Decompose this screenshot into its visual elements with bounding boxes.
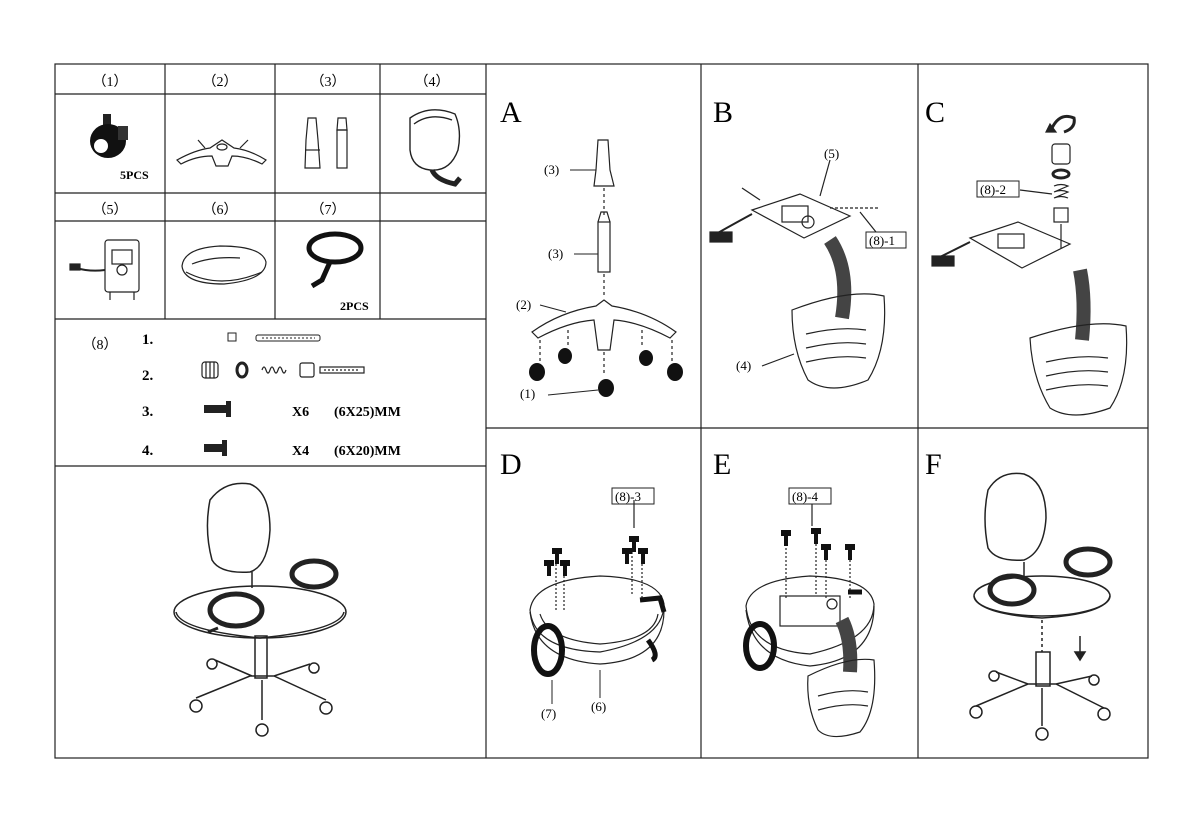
part-3-number: （3） bbox=[311, 74, 346, 90]
grid-lines bbox=[54, 63, 1149, 759]
step-e-letter: E bbox=[713, 448, 731, 481]
hardware-3-quantity: X6 bbox=[292, 405, 309, 420]
step-d-letter: D bbox=[500, 448, 522, 481]
knob-spring-bolt-icon bbox=[201, 361, 365, 379]
hardware-1-index: 1. bbox=[142, 332, 154, 348]
step-f-letter: F bbox=[925, 448, 942, 481]
armrest-icon bbox=[306, 231, 364, 289]
hardware-4-size: (6X20)MM bbox=[334, 444, 401, 459]
hardware-2-index: 2. bbox=[142, 368, 154, 384]
screw-6x20-icon bbox=[204, 440, 227, 456]
step-f-diagram bbox=[969, 472, 1113, 741]
finished-chair-illustration bbox=[173, 482, 347, 737]
part-8-number: （8） bbox=[83, 337, 118, 353]
part-1-quantity: 5PCS bbox=[120, 168, 149, 182]
step-a-label-caster: (1) bbox=[520, 386, 535, 401]
step-e-diagram bbox=[745, 504, 876, 738]
step-a-label-lower-gas-lift: (3) bbox=[548, 246, 563, 261]
step-b-letter: B bbox=[713, 96, 733, 129]
step-b-label-box-8-1 bbox=[865, 231, 907, 249]
step-c-diagram bbox=[931, 114, 1128, 416]
star-base-icon bbox=[176, 139, 267, 167]
step-a-label-base: (2) bbox=[516, 297, 531, 312]
step-e-label-8-4: (8)-4 bbox=[792, 489, 818, 504]
hardware-3-size: (6X25)MM bbox=[334, 405, 401, 420]
backrest-icon bbox=[409, 109, 462, 187]
step-d-diagram bbox=[529, 500, 665, 665]
caster-wheel-icon bbox=[90, 114, 128, 158]
step-e-label-box-8-4 bbox=[788, 487, 832, 505]
screw-6x25-icon bbox=[204, 401, 231, 417]
part-1-number: （1） bbox=[93, 74, 128, 90]
step-d-armrests bbox=[531, 595, 667, 677]
hardware-4-index: 4. bbox=[142, 443, 154, 459]
hardware-4-quantity: X4 bbox=[292, 444, 309, 459]
pin-icon bbox=[227, 332, 321, 342]
part-5-number: （5） bbox=[93, 202, 128, 218]
step-e-armrests bbox=[743, 589, 862, 671]
step-a-label-upper-gas-lift: (3) bbox=[544, 162, 559, 177]
step-e-screws bbox=[781, 528, 855, 560]
step-b-label-mechanism: (5) bbox=[824, 146, 839, 161]
part-2-number: （2） bbox=[203, 74, 238, 90]
step-a-diagram bbox=[531, 139, 677, 376]
step-d-label-seat: (6) bbox=[591, 699, 606, 714]
step-a-leaders bbox=[539, 169, 599, 396]
step-d-label-8-3: (8)-3 bbox=[615, 489, 641, 504]
gas-lift-icon bbox=[304, 117, 348, 169]
step-b-diagram bbox=[709, 159, 886, 389]
step-b-label-backrest: (4) bbox=[736, 358, 751, 373]
step-d-label-box-8-3 bbox=[611, 487, 655, 505]
step-d-label-armrest: (7) bbox=[541, 706, 556, 721]
step-c-label-8-2: (8)-2 bbox=[980, 182, 1006, 197]
step-d-screws bbox=[544, 536, 648, 576]
part-4-number: （4） bbox=[415, 74, 450, 90]
step-a-casters bbox=[529, 348, 683, 397]
part-6-number: （6） bbox=[203, 202, 238, 218]
part-7-quantity: 2PCS bbox=[340, 299, 369, 313]
step-a-letter: A bbox=[500, 96, 522, 129]
part-7-number: （7） bbox=[311, 202, 346, 218]
step-b-label-8-1: (8)-1 bbox=[869, 233, 895, 248]
hardware-3-index: 3. bbox=[142, 404, 154, 420]
mechanism-plate-icon bbox=[69, 239, 140, 300]
seat-icon bbox=[181, 245, 267, 285]
step-c-letter: C bbox=[925, 96, 945, 129]
step-c-label-box-8-2 bbox=[976, 180, 1020, 198]
